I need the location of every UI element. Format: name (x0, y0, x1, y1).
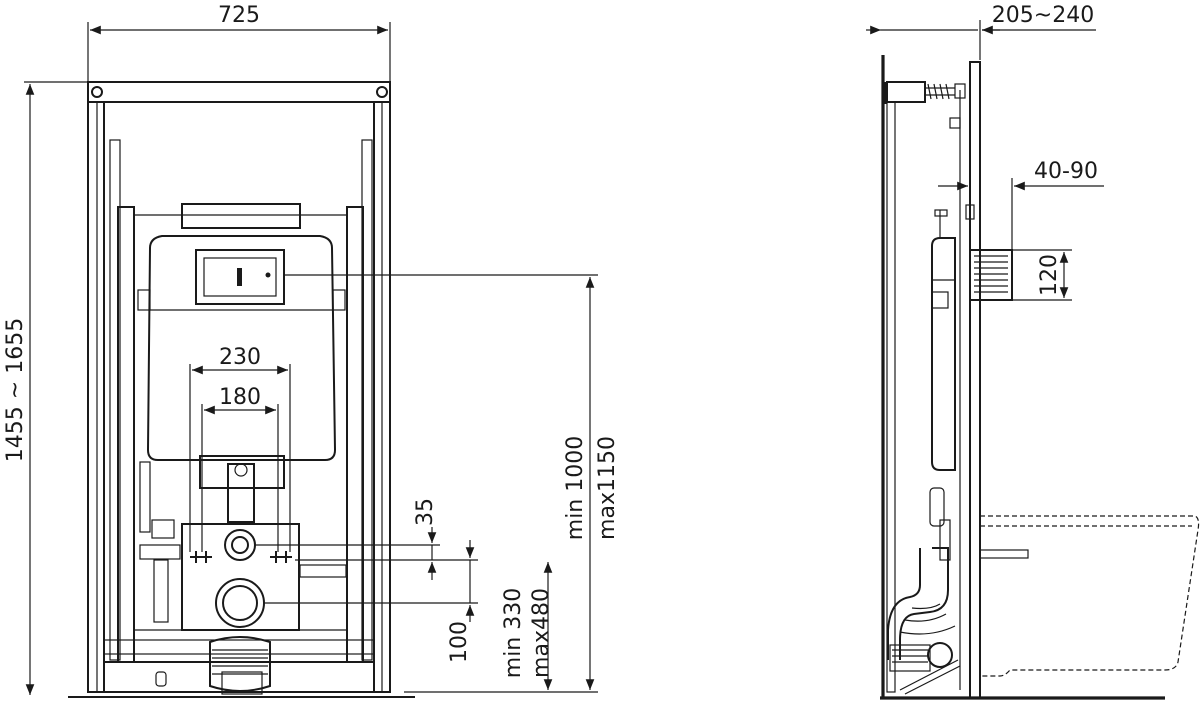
frame-lower-rail (103, 639, 375, 655)
dimension-frame-width: 725 (87, 3, 391, 82)
button-height-max-label: max1150 (595, 436, 620, 540)
frame-left-post (87, 101, 105, 693)
top-anchor-block (886, 81, 926, 103)
drain-outlet (222, 585, 258, 621)
frame-bottom-rail (103, 661, 375, 693)
side-post (886, 101, 896, 693)
button-opening-label: 120 (1037, 254, 1062, 296)
frame-hole-left (91, 86, 103, 98)
drain-elbow (887, 519, 956, 672)
cistern (137, 203, 346, 523)
flush-plate-bracket (195, 249, 285, 305)
dimension-frame-depth: 205~240 (866, 3, 1096, 60)
dimension-bolt-outer: 230 (189, 345, 291, 552)
water-inlet (231, 536, 249, 554)
bolt-outer-label: 230 (219, 345, 261, 370)
bracket-slot (237, 268, 242, 286)
front-view: 725 1455 ~ 1655 230 180 (3, 3, 620, 698)
cistern-top (181, 203, 301, 229)
cistern-tank (146, 235, 337, 461)
frame-width-label: 725 (218, 3, 260, 28)
dimension-frame-height: 1455 ~ 1655 (3, 81, 88, 695)
cistern-outlet-block (199, 455, 285, 489)
outlet-range-min-label: min 330 (501, 588, 526, 678)
mounting-stud (979, 549, 1029, 559)
button-height-min-label: min 1000 (563, 436, 588, 540)
dimension-wall-thickness: 40-90 (938, 159, 1104, 250)
frame-hole-right (376, 86, 388, 98)
frame-height-label: 1455 ~ 1655 (3, 318, 28, 462)
side-view: 205~240 40-90 120 (866, 3, 1200, 700)
water-inlet-ring (224, 529, 256, 561)
dimension-pipe-offset: 35 (413, 498, 438, 580)
floor-brace (899, 659, 961, 695)
wall-panel (969, 61, 981, 699)
bolt-left-inner (200, 551, 212, 563)
frame-top-rail (87, 81, 391, 103)
cistern-side (929, 204, 975, 527)
dimension-button-opening: 120 (1012, 249, 1072, 301)
dimension-bolt-inner: 180 (201, 385, 279, 552)
dimension-button-height: min 1000 max1150 (563, 277, 620, 690)
flush-pipe (227, 463, 255, 523)
bolt-inner-label: 180 (219, 385, 261, 410)
frame-foot-center (221, 671, 263, 695)
dimension-outlet-range: min 330 max480 (501, 562, 554, 690)
frame-inner-left (109, 139, 121, 661)
outlet-height-label: 100 (447, 621, 472, 663)
button-housing (969, 249, 1013, 301)
connection-plate (139, 461, 347, 692)
dimension-outlet-height: 100 (447, 540, 475, 663)
flush-plate-bracket-inner (203, 257, 277, 297)
mounting-plate (181, 523, 300, 631)
frame-foot-left (155, 671, 167, 687)
drain-bellows (209, 636, 271, 692)
support-strut (153, 559, 169, 623)
frame-depth-label: 205~240 (992, 3, 1094, 28)
button-reference-point (265, 272, 271, 278)
valve-left (151, 519, 175, 539)
pipe-offset-label: 35 (413, 498, 438, 526)
mounting-frame (87, 81, 391, 695)
outlet-range-max-label: max480 (529, 588, 554, 678)
bolt-right-outer (280, 551, 292, 563)
wall-thickness-label: 40-90 (1034, 159, 1098, 184)
toilet-bowl-outline (979, 515, 1200, 677)
